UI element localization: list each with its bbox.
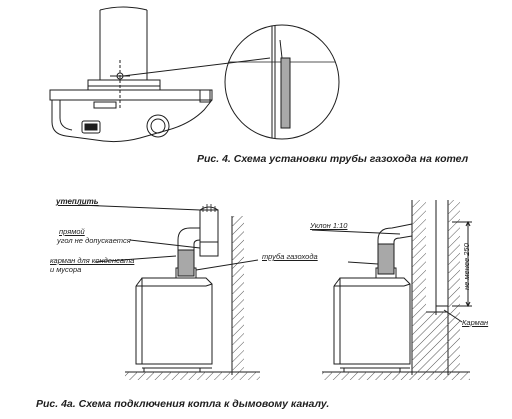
label-min-height: не менее 250 <box>462 243 471 290</box>
label-right-angle-2: угол не допускается <box>57 236 131 245</box>
fig4a-left-boiler <box>77 204 260 380</box>
label-pocket: Карман <box>462 318 489 327</box>
figure-4a-caption: Рис. 4а. Схема подключения котла к дымов… <box>36 398 330 410</box>
label-right-angle-1: прямой <box>59 227 85 236</box>
label-slope: Уклон 1:10 <box>310 221 348 230</box>
figure-4-caption: Рис. 4. Схема установки трубы газохода н… <box>197 153 469 165</box>
label-pocket-condensate-2: и мусора <box>50 265 82 274</box>
label-pocket-condensate-1: карман для конденсата <box>50 256 135 265</box>
fig4-boiler-top <box>49 6 271 143</box>
label-insulate: утеплить <box>56 197 99 206</box>
label-flue-pipe: труба газохода <box>262 252 318 261</box>
fig4a-right-boiler <box>311 200 472 380</box>
fig4-detail-circle <box>224 24 340 140</box>
